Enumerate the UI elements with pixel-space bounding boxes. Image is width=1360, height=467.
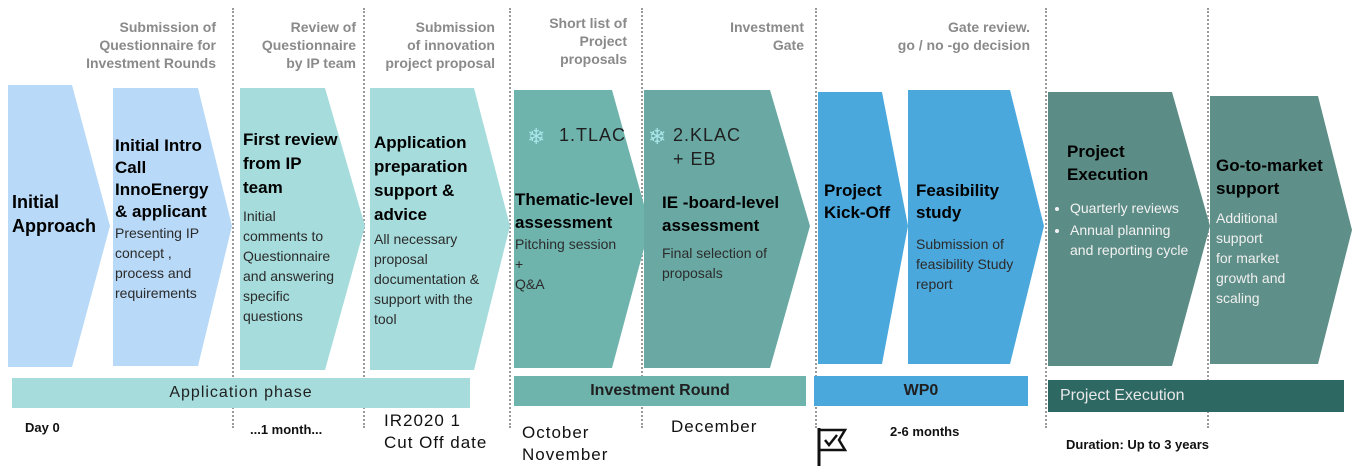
gate-label-gate-review: Gate review.go / no -go decision — [897, 19, 1030, 53]
timeline-day0: Day 0 — [25, 420, 60, 435]
snowflake-icon: ❄ — [527, 124, 546, 149]
stage-execution-bullets: Quarterly reviews Annual planning and re… — [1052, 198, 1192, 260]
chevron-intro-call — [113, 88, 232, 366]
divider-3 — [509, 8, 511, 428]
timeline-december: December — [671, 417, 758, 436]
chevron-go-to-market — [1210, 96, 1352, 364]
chevron-thematic — [514, 90, 650, 368]
flag-icon — [817, 428, 848, 466]
divider-1 — [232, 8, 234, 428]
timeline-months: 2-6 months — [890, 424, 960, 439]
divider-2 — [363, 8, 365, 428]
chevron-kickoff — [818, 92, 908, 364]
process-chevrons — [8, 85, 1352, 370]
chevron-feasibility — [908, 90, 1044, 364]
chevron-initial-approach — [8, 85, 110, 367]
timeline-duration: Duration: Up to 3 years — [1066, 437, 1210, 452]
phase-bar-application: Application phase — [12, 378, 470, 408]
timeline-one-month: ...1 month... — [250, 422, 323, 437]
snowflake-icon: ❄ — [648, 124, 667, 149]
phase-bar-investment-round: Investment Round — [514, 376, 806, 406]
list-item: Annual planning and reporting cycle — [1070, 220, 1192, 260]
chevron-application-prep — [370, 88, 510, 370]
divider-5 — [815, 8, 817, 428]
list-item: Quarterly reviews — [1070, 198, 1192, 218]
chevron-execution — [1048, 92, 1210, 366]
phase-bar-wp0: WP0 — [814, 376, 1028, 406]
stage-thematic-body: Pitching session+ Q&A — [515, 236, 617, 292]
divider-7 — [1207, 8, 1209, 428]
decision-code-tlac: 1.TLAC — [559, 125, 627, 145]
decision-code-klac: 2.KLAC+ EB — [673, 125, 742, 169]
chevron-first-review — [240, 88, 365, 370]
phase-bar-project-execution: Project Execution — [1048, 380, 1344, 412]
divider-6 — [1045, 8, 1047, 428]
chevron-board — [644, 90, 810, 368]
